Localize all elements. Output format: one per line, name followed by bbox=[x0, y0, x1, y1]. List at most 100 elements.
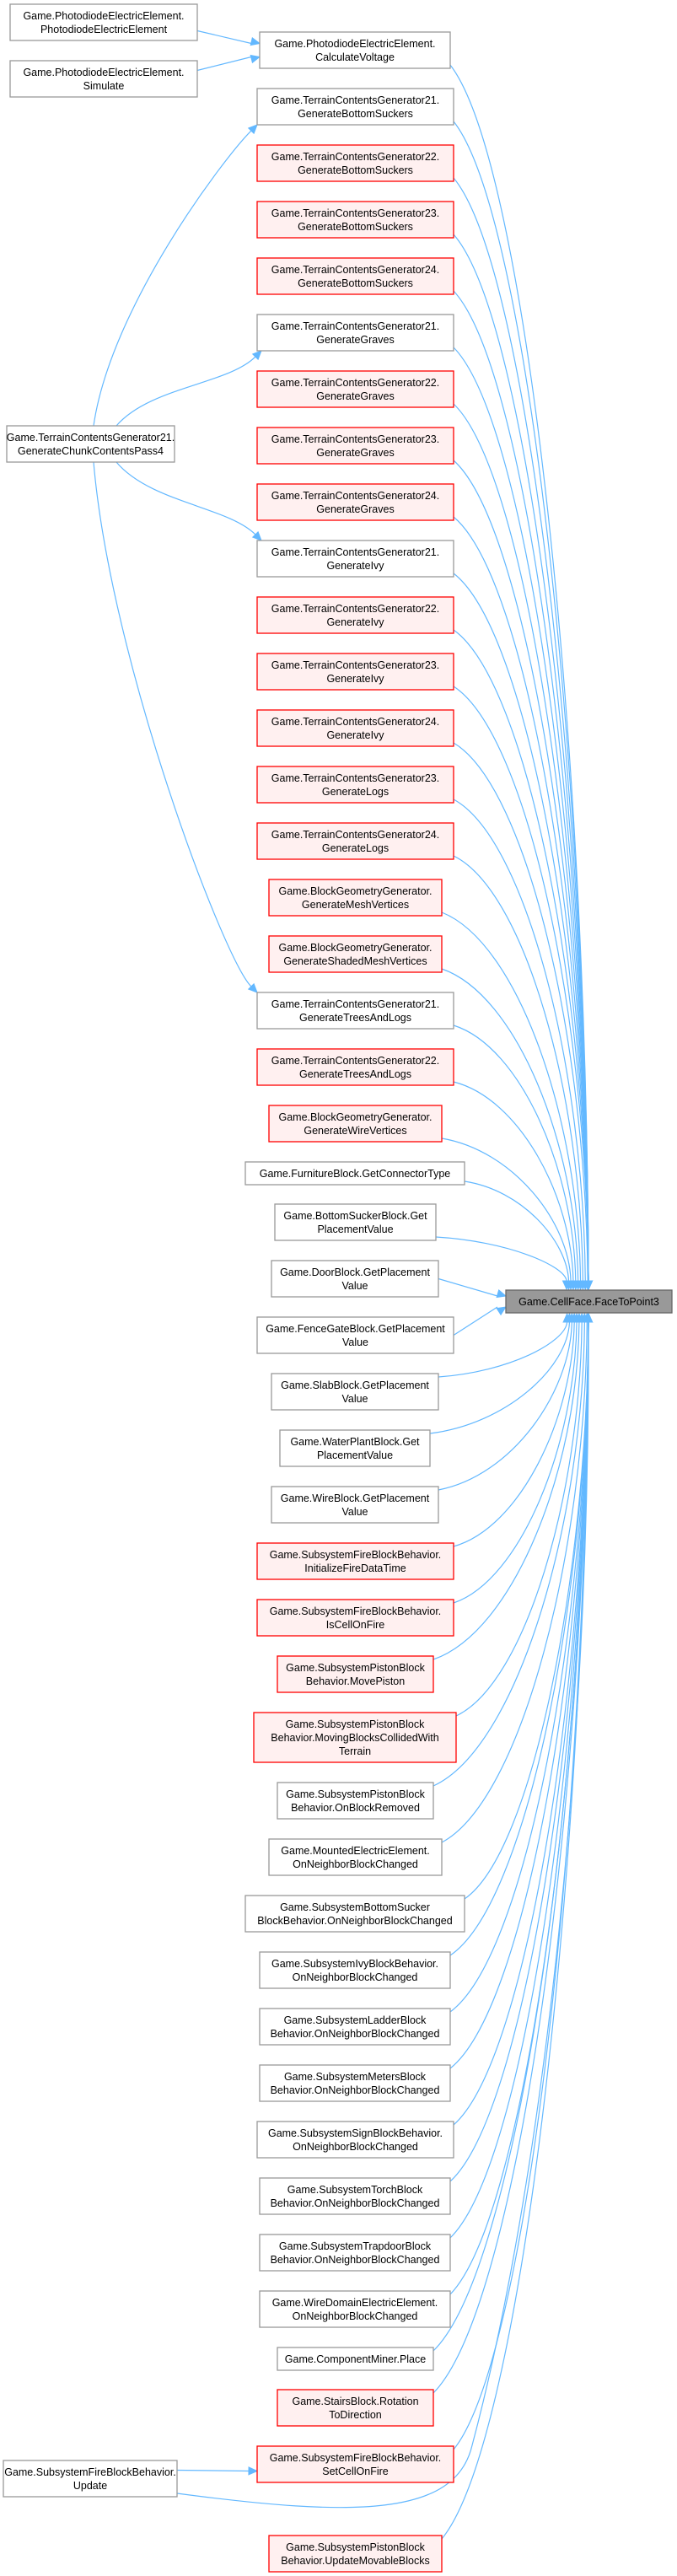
caller-of-caller-node[interactable]: Game.PhotodiodeElectricElement.Photodiod… bbox=[9, 3, 198, 41]
caller-node[interactable]: Game.TerrainContentsGenerator24.Generate… bbox=[256, 709, 454, 747]
caller-node[interactable]: Game.TerrainContentsGenerator23.Generate… bbox=[256, 427, 454, 465]
caller-node[interactable]: Game.WireDomainElectricElement.OnNeighbo… bbox=[259, 2290, 451, 2328]
node-label-line: Game.SubsystemIvyBlockBehavior. bbox=[271, 1958, 438, 1970]
node-box bbox=[256, 427, 454, 465]
node-box bbox=[505, 1289, 673, 1314]
caller-node[interactable]: Game.SubsystemFireBlockBehavior.Initiali… bbox=[256, 1542, 454, 1580]
node-label-line: Behavior.MovingBlocksCollidedWith bbox=[271, 1732, 438, 1744]
caller-node[interactable]: Game.SubsystemPistonBlockBehavior.Update… bbox=[268, 2535, 443, 2573]
caller-node[interactable]: Game.TerrainContentsGenerator22.Generate… bbox=[256, 370, 454, 408]
caller-node[interactable]: Game.SubsystemIvyBlockBehavior.OnNeighbo… bbox=[259, 1951, 451, 1989]
caller-node[interactable]: Game.TerrainContentsGenerator23.Generate… bbox=[256, 766, 454, 804]
caller-node[interactable]: Game.TerrainContentsGenerator21.Generate… bbox=[256, 314, 454, 352]
call-edge bbox=[453, 855, 583, 1282]
caller-node[interactable]: Game.ComponentMiner.Place bbox=[277, 2347, 434, 2371]
node-box bbox=[277, 1655, 434, 1693]
call-edge bbox=[433, 1321, 589, 2394]
call-edge bbox=[441, 968, 579, 1282]
node-label-line: Game.TerrainContentsGenerator21. bbox=[271, 998, 439, 1010]
caller-node[interactable]: Game.SubsystemMetersBlockBehavior.OnNeig… bbox=[259, 2064, 451, 2102]
arrowhead bbox=[496, 1288, 508, 1299]
call-edge bbox=[438, 1277, 498, 1297]
caller-node[interactable]: Game.TerrainContentsGenerator22.Generate… bbox=[256, 144, 454, 182]
caller-of-caller-node[interactable]: Game.TerrainContentsGenerator21.Generate… bbox=[6, 425, 175, 463]
node-label-line: PlacementValue bbox=[317, 1449, 393, 1461]
node-box bbox=[256, 2121, 454, 2159]
caller-node[interactable]: Game.BlockGeometryGenerator.GenerateWire… bbox=[268, 1105, 443, 1143]
target-node-cellface-facetopoint3[interactable]: Game.CellFace.FaceToPoint3 bbox=[505, 1289, 673, 1314]
node-label-line: Game.TerrainContentsGenerator22. bbox=[271, 377, 439, 389]
caller-of-caller-node[interactable]: Game.SubsystemFireBlockBehavior.Update bbox=[3, 2460, 178, 2498]
caller-node[interactable]: Game.BlockGeometryGenerator.GenerateMesh… bbox=[268, 879, 443, 917]
caller-node[interactable]: Game.SubsystemPistonBlockBehavior.MovePi… bbox=[277, 1655, 434, 1693]
caller-node[interactable]: Game.SubsystemFireBlockBehavior.IsCellOn… bbox=[256, 1599, 454, 1637]
node-label-line: OnNeighborBlockChanged bbox=[293, 2141, 418, 2153]
node-label-line: BlockBehavior.OnNeighborBlockChanged bbox=[257, 1915, 452, 1927]
call-edge bbox=[449, 1321, 589, 2013]
node-box bbox=[256, 2445, 454, 2483]
node-label-line: GenerateBottomSuckers bbox=[298, 277, 413, 289]
node-label-line: Game.TerrainContentsGenerator21. bbox=[7, 432, 175, 444]
node-label-line: Game.TerrainContentsGenerator24. bbox=[271, 264, 439, 276]
node-label-line: Terrain bbox=[339, 1745, 371, 1757]
caller-node[interactable]: Game.SubsystemFireBlockBehavior.SetCellO… bbox=[256, 2445, 454, 2483]
caller-node[interactable]: Game.MountedElectricElement.OnNeighborBl… bbox=[268, 1838, 443, 1876]
node-box bbox=[259, 2064, 451, 2102]
arrowhead bbox=[247, 124, 258, 135]
caller-node[interactable]: Game.SubsystemTrapdoorBlockBehavior.OnNe… bbox=[259, 2234, 451, 2272]
call-edge bbox=[455, 1321, 583, 1717]
caller-node[interactable]: Game.SubsystemLadderBlockBehavior.OnNeig… bbox=[259, 2008, 451, 2046]
caller-node[interactable]: Game.TerrainContentsGenerator22.Generate… bbox=[256, 596, 454, 634]
caller-node[interactable]: Game.SubsystemSignBlockBehavior.OnNeighb… bbox=[256, 2121, 454, 2159]
caller-node[interactable]: Game.PhotodiodeElectricElement.Calculate… bbox=[259, 31, 451, 69]
caller-node[interactable]: Game.TerrainContentsGenerator21.Generate… bbox=[256, 992, 454, 1030]
node-box bbox=[256, 596, 454, 634]
node-label-line: GenerateBottomSuckers bbox=[298, 164, 413, 176]
call-edge bbox=[453, 516, 589, 1282]
caller-node[interactable]: Game.TerrainContentsGenerator24.Generate… bbox=[256, 257, 454, 295]
caller-node[interactable]: Game.TerrainContentsGenerator23.Generate… bbox=[256, 653, 454, 691]
node-label-line: Behavior.OnNeighborBlockChanged bbox=[271, 2028, 440, 2040]
node-label-line: Game.PhotodiodeElectricElement. bbox=[23, 10, 184, 22]
node-box bbox=[256, 314, 454, 352]
caller-node[interactable]: Game.BlockGeometryGenerator.GenerateShad… bbox=[268, 935, 443, 973]
caller-of-caller-node[interactable]: Game.PhotodiodeElectricElement.Simulate bbox=[9, 60, 198, 98]
caller-node[interactable]: Game.SubsystemPistonBlockBehavior.OnBloc… bbox=[277, 1782, 434, 1820]
node-box bbox=[279, 1429, 431, 1467]
node-label-line: Behavior.OnNeighborBlockChanged bbox=[271, 2084, 440, 2096]
node-label-line: Update bbox=[73, 2480, 107, 2492]
node-box bbox=[256, 144, 454, 182]
caller-node[interactable]: Game.TerrainContentsGenerator23.Generate… bbox=[256, 201, 454, 239]
call-edge bbox=[441, 1321, 589, 2540]
caller-node[interactable]: Game.TerrainContentsGenerator21.Generate… bbox=[256, 88, 454, 126]
node-label-line: GenerateShadedMeshVertices bbox=[283, 955, 427, 967]
node-box bbox=[271, 1260, 439, 1298]
node-box bbox=[268, 1838, 443, 1876]
node-label-line: Game.BlockGeometryGenerator. bbox=[278, 942, 432, 954]
node-label-line: Value bbox=[342, 1336, 368, 1348]
caller-node[interactable]: Game.FurnitureBlock.GetConnectorType bbox=[244, 1161, 465, 1186]
call-edge bbox=[433, 1321, 585, 1787]
call-edge bbox=[196, 56, 252, 72]
caller-node[interactable]: Game.TerrainContentsGenerator24.Generate… bbox=[256, 483, 454, 521]
caller-node[interactable]: Game.TerrainContentsGenerator21.Generate… bbox=[256, 540, 454, 578]
caller-node[interactable]: Game.SubsystemTorchBlockBehavior.OnNeigh… bbox=[259, 2177, 451, 2215]
node-box bbox=[256, 1599, 454, 1637]
node-box bbox=[277, 1782, 434, 1820]
caller-node[interactable]: Game.TerrainContentsGenerator22.Generate… bbox=[256, 1048, 454, 1086]
caller-node[interactable]: Game.SubsystemBottomSuckerBlockBehavior.… bbox=[244, 1895, 465, 1933]
node-box bbox=[256, 709, 454, 747]
node-label-line: Simulate bbox=[83, 80, 125, 92]
node-label-line: Game.SubsystemMetersBlock bbox=[284, 2071, 427, 2083]
node-label-line: Behavior.MovePiston bbox=[306, 1675, 405, 1687]
node-box bbox=[256, 201, 454, 239]
caller-node[interactable]: Game.SubsystemPistonBlockBehavior.Moving… bbox=[253, 1712, 457, 1763]
caller-node[interactable]: Game.TerrainContentsGenerator24.Generate… bbox=[256, 822, 454, 860]
